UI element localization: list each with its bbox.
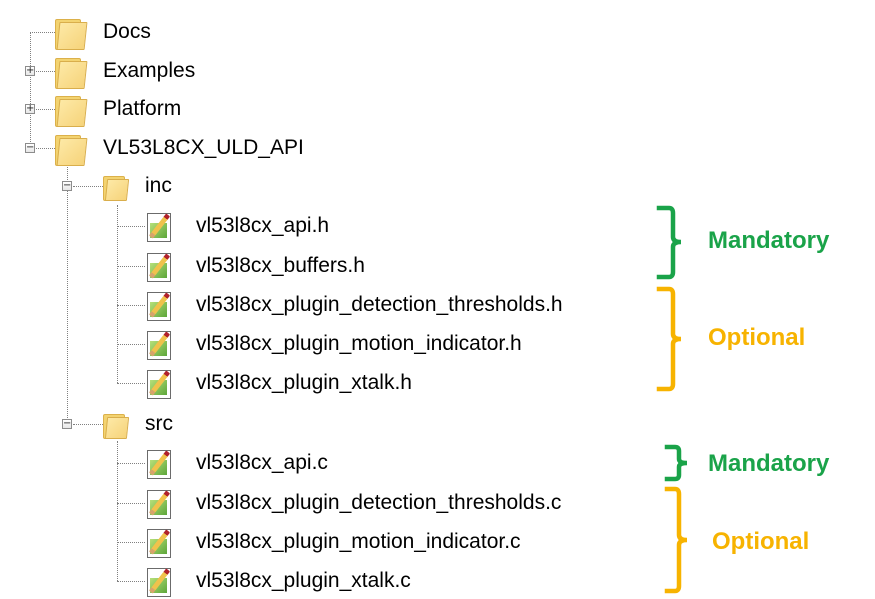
source-file-icon: [145, 447, 179, 479]
optional-label: Optional: [712, 528, 810, 555]
expand-examples-toggle[interactable]: +: [25, 65, 35, 76]
folder-icon: [55, 16, 88, 50]
tree-item-file[interactable]: vl53l8cx_plugin_detection_thresholds.h: [145, 287, 665, 323]
tree-connector: [117, 463, 145, 464]
tree-connector: [73, 186, 103, 187]
tree-item-label: vl53l8cx_api.h: [196, 214, 330, 237]
tree-connector: [36, 148, 55, 149]
tree-connector: [117, 383, 145, 384]
tree-item-file[interactable]: vl53l8cx_api.c: [145, 445, 665, 481]
tree-item-label: vl53l8cx_plugin_detection_thresholds.h: [196, 293, 563, 316]
tree-item-file[interactable]: vl53l8cx_plugin_xtalk.c: [145, 563, 665, 599]
tree-item-label: vl53l8cx_plugin_detection_thresholds.c: [196, 491, 562, 514]
tree-connector: [117, 581, 145, 582]
mandatory-bracket: [656, 205, 682, 280]
tree-item-root[interactable]: VL53L8CX_ULD_API: [55, 130, 375, 166]
mandatory-bracket: [664, 444, 688, 482]
tree-connector: [30, 32, 31, 150]
tree-item-label: vl53l8cx_plugin_motion_indicator.h: [196, 332, 522, 355]
tree-item-label: Examples: [103, 59, 196, 82]
tree-item-label: src: [145, 412, 173, 435]
tree-item-file[interactable]: vl53l8cx_plugin_detection_thresholds.c: [145, 485, 665, 521]
tree-connector: [36, 109, 55, 110]
tree-item-docs[interactable]: Docs: [55, 14, 195, 50]
collapse-root-toggle[interactable]: −: [25, 142, 35, 153]
source-file-icon: [145, 565, 179, 597]
tree-item-file[interactable]: vl53l8cx_plugin_motion_indicator.c: [145, 524, 665, 560]
tree-connector: [117, 542, 145, 543]
optional-bracket: [664, 486, 688, 594]
source-file-icon: [145, 250, 179, 282]
tree-connector: [117, 503, 145, 504]
source-file-icon: [145, 210, 179, 242]
folder-icon: [55, 55, 88, 89]
tree-item-file[interactable]: vl53l8cx_api.h: [145, 208, 665, 244]
folder-icon: [103, 173, 130, 201]
collapse-inc-toggle[interactable]: −: [62, 180, 72, 191]
source-file-icon: [145, 487, 179, 519]
tree-item-label: vl53l8cx_buffers.h: [196, 254, 365, 277]
tree-item-src[interactable]: src: [103, 406, 223, 442]
tree-item-file[interactable]: vl53l8cx_buffers.h: [145, 248, 665, 284]
tree-connector: [117, 226, 145, 227]
source-file-icon: [145, 526, 179, 558]
folder-icon: [55, 132, 88, 166]
expand-platform-toggle[interactable]: +: [25, 103, 35, 114]
tree-item-label: vl53l8cx_plugin_motion_indicator.c: [196, 530, 521, 553]
tree-item-examples[interactable]: Examples: [55, 53, 255, 89]
tree-item-label: VL53L8CX_ULD_API: [103, 136, 304, 159]
optional-bracket: [656, 286, 682, 392]
tree-connector: [117, 305, 145, 306]
folder-icon: [103, 411, 130, 439]
tree-connector: [30, 32, 55, 33]
tree-item-file[interactable]: vl53l8cx_plugin_xtalk.h: [145, 365, 665, 401]
tree-item-file[interactable]: vl53l8cx_plugin_motion_indicator.h: [145, 326, 665, 362]
tree-connector: [117, 266, 145, 267]
source-file-icon: [145, 328, 179, 360]
tree-item-label: inc: [145, 174, 172, 197]
source-file-icon: [145, 367, 179, 399]
mandatory-label: Mandatory: [708, 450, 830, 477]
tree-item-inc[interactable]: inc: [103, 168, 223, 204]
mandatory-label: Mandatory: [708, 227, 830, 254]
tree-item-label: Platform: [103, 97, 182, 120]
tree-item-platform[interactable]: Platform: [55, 91, 255, 127]
tree-item-label: Docs: [103, 20, 151, 43]
tree-connector: [67, 152, 68, 424]
folder-icon: [55, 93, 88, 127]
collapse-src-toggle[interactable]: −: [62, 418, 72, 429]
tree-item-label: vl53l8cx_api.c: [196, 451, 328, 474]
tree-connector: [117, 344, 145, 345]
tree-connector: [117, 205, 118, 383]
tree-connector: [73, 424, 103, 425]
tree-connector: [117, 441, 118, 581]
tree-connector: [36, 71, 55, 72]
source-file-icon: [145, 289, 179, 321]
optional-label: Optional: [708, 324, 806, 351]
tree-item-label: vl53l8cx_plugin_xtalk.h: [196, 371, 412, 394]
tree-item-label: vl53l8cx_plugin_xtalk.c: [196, 569, 411, 592]
